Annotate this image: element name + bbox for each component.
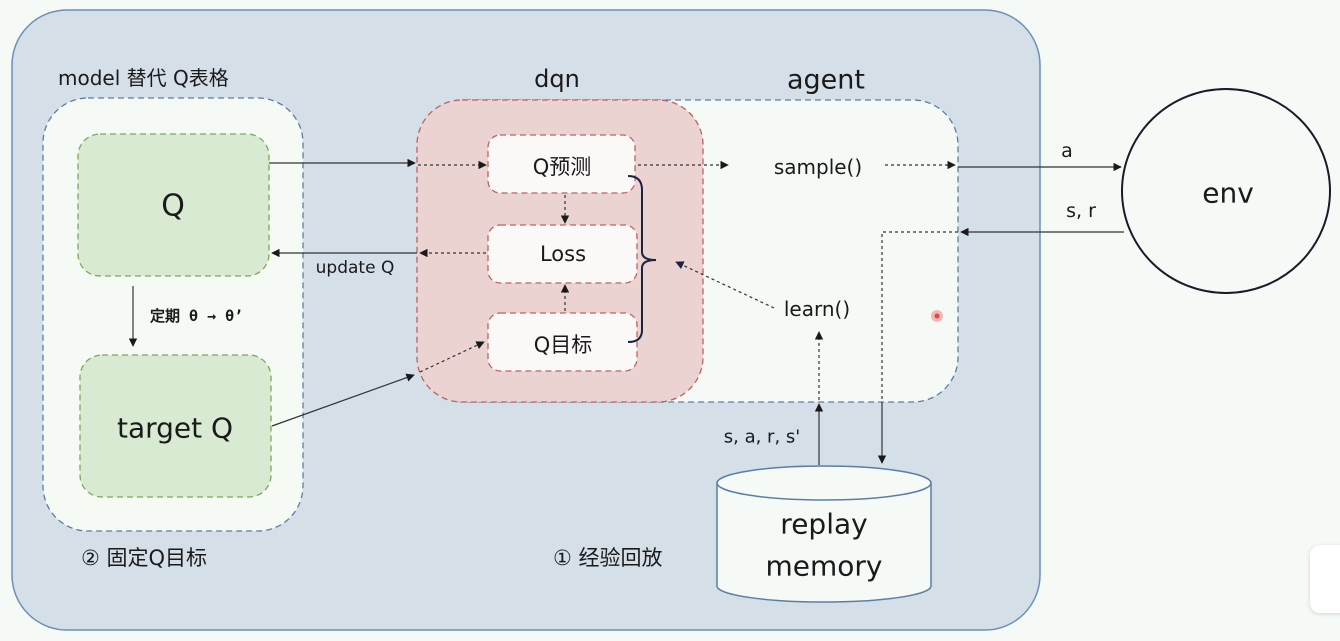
dqn-title: dqn [534, 65, 580, 93]
action-label: a [1061, 140, 1073, 162]
model-title: model 替代 Q表格 [58, 66, 229, 90]
experience-replay-label: ① 经验回放 [553, 546, 663, 570]
side-tab-button[interactable] [1310, 545, 1340, 613]
q-target-box [487, 312, 638, 372]
q-predict-box [487, 134, 636, 194]
learn-to-bracket-arrow [675, 261, 775, 309]
q-label: Q [161, 188, 185, 224]
learn-bracket [627, 175, 657, 343]
update-q-label: update Q [315, 258, 395, 278]
target-q-box [79, 354, 272, 498]
loss-label: Loss [539, 242, 587, 266]
sample-label: sample() [773, 155, 863, 179]
fixed-q-target-label: ② 固定Q目标 [81, 546, 208, 570]
env-label: env [1202, 176, 1254, 210]
target-to-dqn-arrow [271, 373, 415, 427]
replay-memory-cylinder [716, 465, 932, 603]
periodic-copy-label: 定期 θ → θ’ [150, 307, 244, 325]
transition-label: s, a, r, s' [723, 426, 801, 448]
agent-title: agent [787, 64, 865, 96]
replay-label-line2: memory [765, 549, 883, 583]
state-reward-label: s, r [1066, 200, 1096, 222]
loss-box [487, 224, 638, 284]
state-to-memory-path [881, 231, 958, 400]
q-predict-label: Q预测 [532, 155, 592, 179]
target-q-label: target Q [116, 411, 234, 445]
q-target-label: Q目标 [533, 333, 593, 357]
replay-label-line1: replay [780, 507, 868, 541]
env-circle [1121, 88, 1331, 294]
learn-label: learn() [783, 297, 851, 321]
q-box [77, 133, 270, 277]
